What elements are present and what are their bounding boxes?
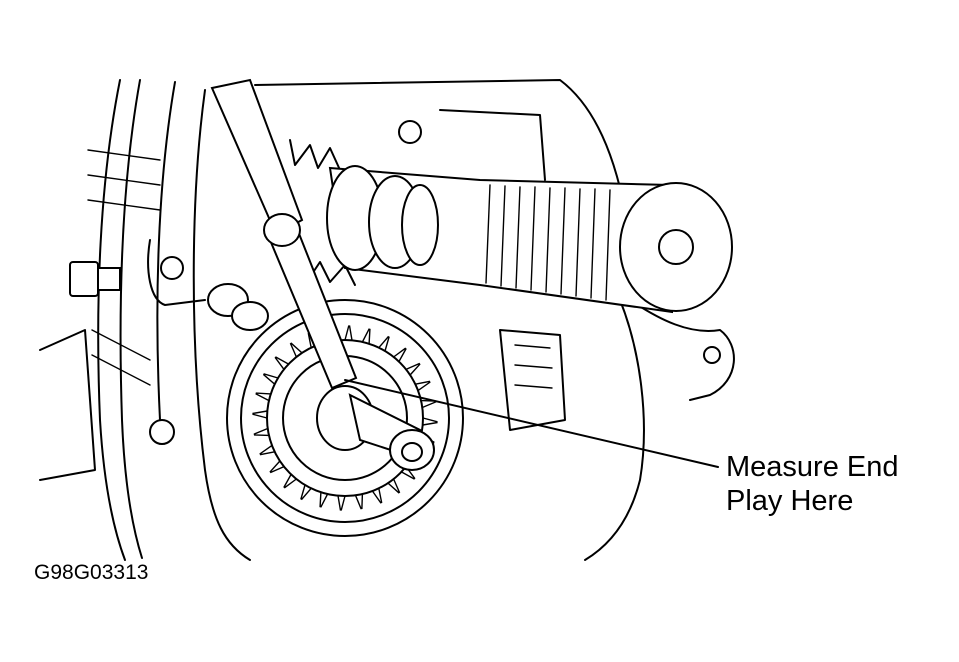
gear-tooth: [252, 410, 268, 419]
gear-tooth: [283, 473, 298, 489]
callout-line-1: Measure End: [726, 451, 899, 483]
input-shaft: [326, 165, 733, 314]
gear-tooth: [253, 427, 270, 437]
gear-tooth: [344, 325, 353, 341]
gear-tooth: [259, 444, 276, 456]
gear-tooth: [255, 392, 272, 402]
callout-leader-line: [344, 379, 719, 468]
gear-tooth: [405, 362, 421, 376]
gear-tooth: [300, 484, 312, 501]
gear-tooth: [262, 373, 279, 385]
case-flange: [147, 89, 721, 561]
gear-tooth: [354, 493, 364, 510]
measuring-tool: [210, 78, 358, 390]
gear-tooth: [371, 487, 383, 504]
case-left-edges: [39, 79, 176, 561]
gear-tooth: [422, 417, 438, 426]
bolt-hole: [149, 419, 175, 445]
gear-tooth: [289, 342, 303, 358]
bolt-hole: [703, 346, 721, 364]
gear-tooth: [274, 356, 290, 371]
gear-tooth: [378, 335, 390, 352]
gear-tooth: [269, 460, 285, 474]
bolt-hole: [398, 120, 422, 144]
bolt-hole: [160, 256, 184, 280]
locating-pin: [207, 283, 269, 331]
lower-gear: [226, 299, 464, 537]
gear-tooth: [337, 495, 346, 511]
gear-tooth: [387, 478, 401, 494]
gear-tooth: [414, 380, 431, 392]
side-bolt: [69, 261, 121, 297]
callout-line-2: Play Here: [726, 485, 854, 517]
gear-tooth: [361, 328, 371, 345]
gear-tooth: [319, 491, 329, 508]
figure-id: G98G03313: [34, 561, 149, 584]
gear-tooth: [400, 465, 416, 480]
callout-label: Measure End Play Here: [726, 450, 899, 518]
gear-tooth: [392, 347, 407, 363]
